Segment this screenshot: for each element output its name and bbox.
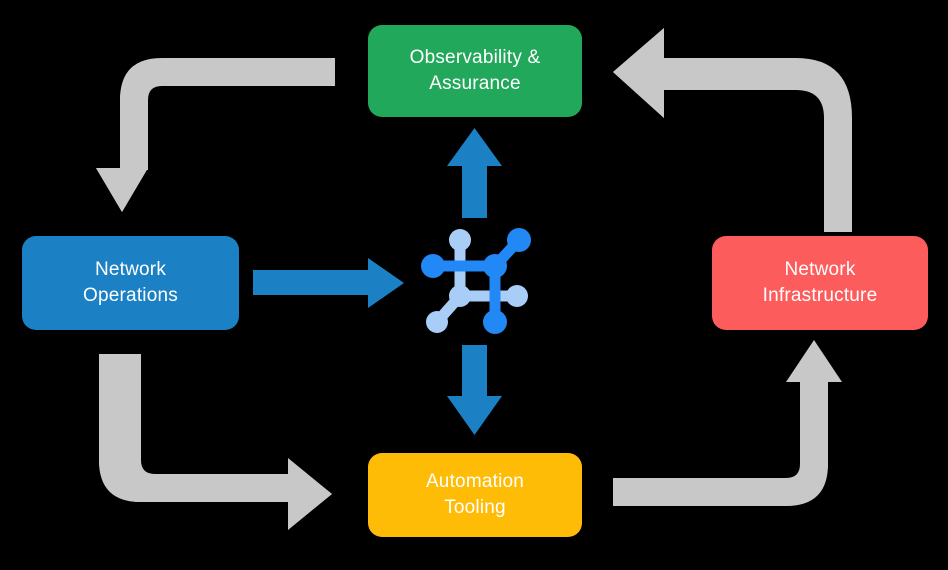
node-observability-assurance[interactable]: Observability & Assurance: [368, 25, 582, 117]
arrow-center-to-observability: [447, 128, 502, 218]
arrow-operations-to-center: [253, 258, 404, 308]
node-automation-label: Automation Tooling: [425, 471, 525, 518]
connector-observability-to-operations: [96, 58, 335, 212]
network-topology-icon: [421, 228, 531, 334]
arrow-center-to-automation: [447, 345, 502, 435]
node-infrastructure-label: Network Infrastructure: [762, 259, 878, 306]
connector-operations-to-automation: [99, 354, 332, 530]
topology-nodes: [421, 228, 531, 334]
connector-infrastructure-to-observability: [613, 28, 852, 232]
connector-automation-to-infrastructure: [613, 340, 842, 506]
node-observability-label: Observability & Assurance: [409, 47, 541, 94]
node-network-infrastructure[interactable]: Network Infrastructure: [712, 236, 928, 330]
node-network-operations[interactable]: Network Operations: [22, 236, 239, 330]
node-automation-tooling[interactable]: Automation Tooling: [368, 453, 582, 537]
node-operations-label: Network Operations: [83, 259, 178, 306]
